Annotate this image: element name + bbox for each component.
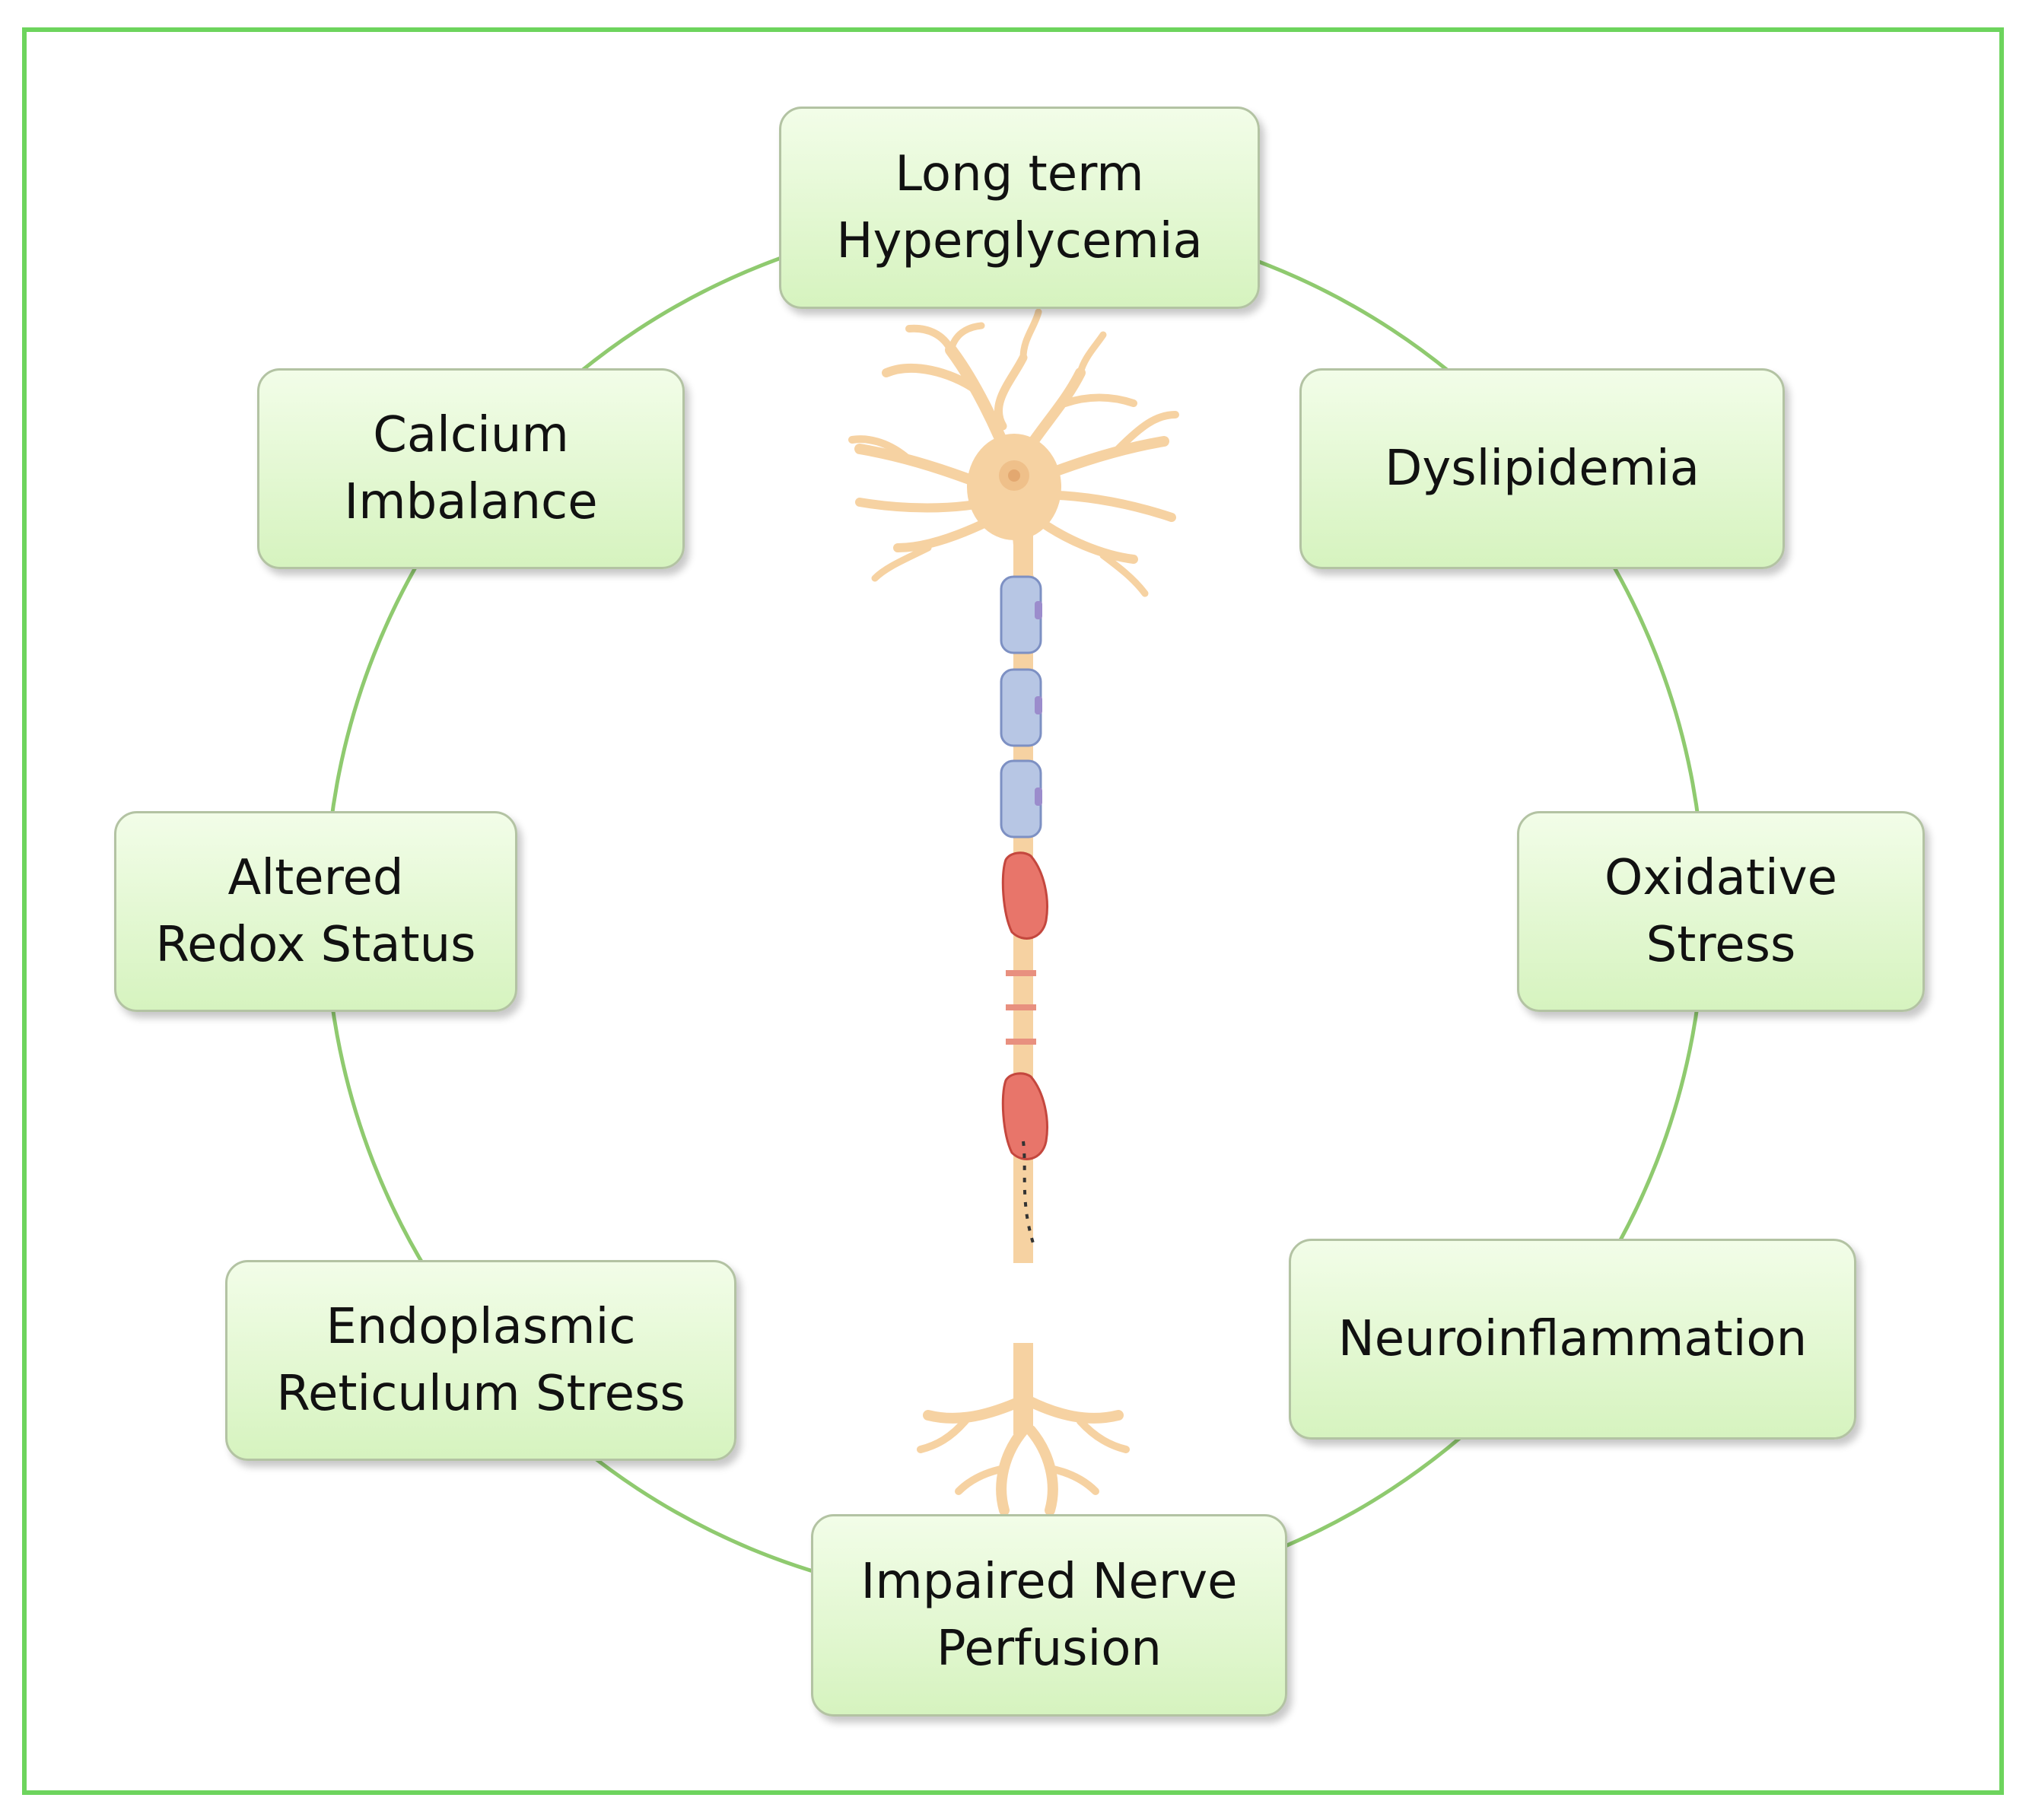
node-label: Neuroinflammation	[1337, 1311, 1808, 1367]
node-impaired-nerve-perfusion: Impaired Nerve Perfusion	[811, 1514, 1287, 1717]
node-oxidative-stress: Oxidative Stress	[1517, 811, 1925, 1012]
node-label: Long term Hyperglycemia	[836, 146, 1203, 269]
node-label: Impaired Nerve Perfusion	[860, 1554, 1238, 1677]
node-dyslipidemia: Dyslipidemia	[1299, 368, 1785, 569]
diagram-frame	[22, 27, 2004, 1795]
node-label: Endoplasmic Reticulum Stress	[276, 1299, 685, 1422]
node-hyperglycemia: Long term Hyperglycemia	[779, 107, 1260, 309]
node-calcium-imbalance: Calcium Imbalance	[257, 368, 685, 569]
node-label: Calcium Imbalance	[344, 407, 598, 530]
node-neuroinflammation: Neuroinflammation	[1289, 1239, 1856, 1440]
node-label: Dyslipidemia	[1385, 441, 1700, 497]
node-label: Altered Redox Status	[155, 850, 476, 973]
node-label: Oxidative Stress	[1604, 850, 1837, 973]
node-altered-redox: Altered Redox Status	[114, 811, 517, 1012]
neuron-icon	[848, 308, 1179, 1516]
node-er-stress: Endoplasmic Reticulum Stress	[225, 1260, 736, 1461]
